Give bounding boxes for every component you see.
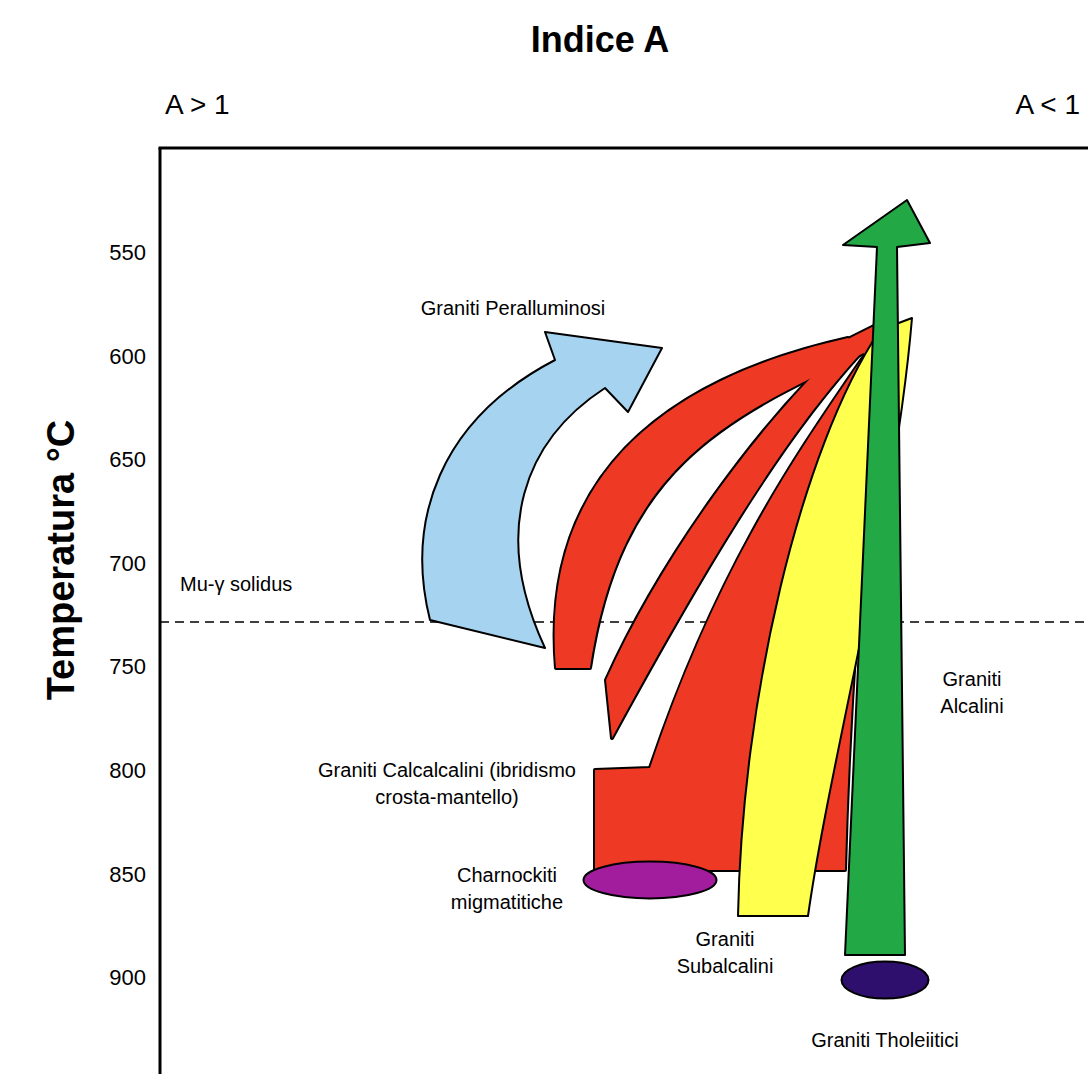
axis-end-label: A > 1	[165, 86, 230, 124]
line-label: Mu-γ solidus	[180, 571, 292, 598]
tick-label: 600	[70, 342, 146, 372]
granite-ellipse: Charnockiti migmatitiche	[582, 860, 718, 900]
series-label: Graniti Peralluminosi	[421, 295, 606, 322]
series-label: Graniti Subalcalini	[665, 926, 785, 980]
ellipse-outline	[842, 962, 929, 999]
series-label: Graniti Calcalcalini (ibridismo crosta-m…	[312, 757, 582, 811]
tick-label: 650	[70, 445, 146, 475]
chart-title: Indice A	[531, 16, 670, 65]
granite-ellipse: Graniti Tholeiitici	[840, 960, 930, 1000]
ellipse-shape	[582, 860, 718, 900]
tick-label: 800	[70, 756, 146, 786]
series-label: Graniti Alcalini	[922, 666, 1022, 720]
axis-end-label: A < 1	[1015, 86, 1080, 124]
node-label: Charnockiti migmatitiche	[442, 862, 572, 916]
top-axis	[159, 147, 1088, 150]
alkaline-arrow	[843, 200, 930, 955]
y-axis	[159, 148, 162, 1074]
solidus-line	[160, 621, 1088, 623]
ellipse-outline	[584, 862, 717, 899]
tick-label: 750	[70, 652, 146, 682]
ellipse-shape	[840, 960, 930, 1000]
node-label: Graniti Tholeiitici	[811, 1027, 958, 1054]
tick-label: 550	[70, 238, 146, 268]
tick-label: 850	[70, 860, 146, 890]
tick-label: 700	[70, 549, 146, 579]
axis-title: Temperatura °C	[36, 420, 87, 701]
tick-label: 900	[70, 963, 146, 993]
